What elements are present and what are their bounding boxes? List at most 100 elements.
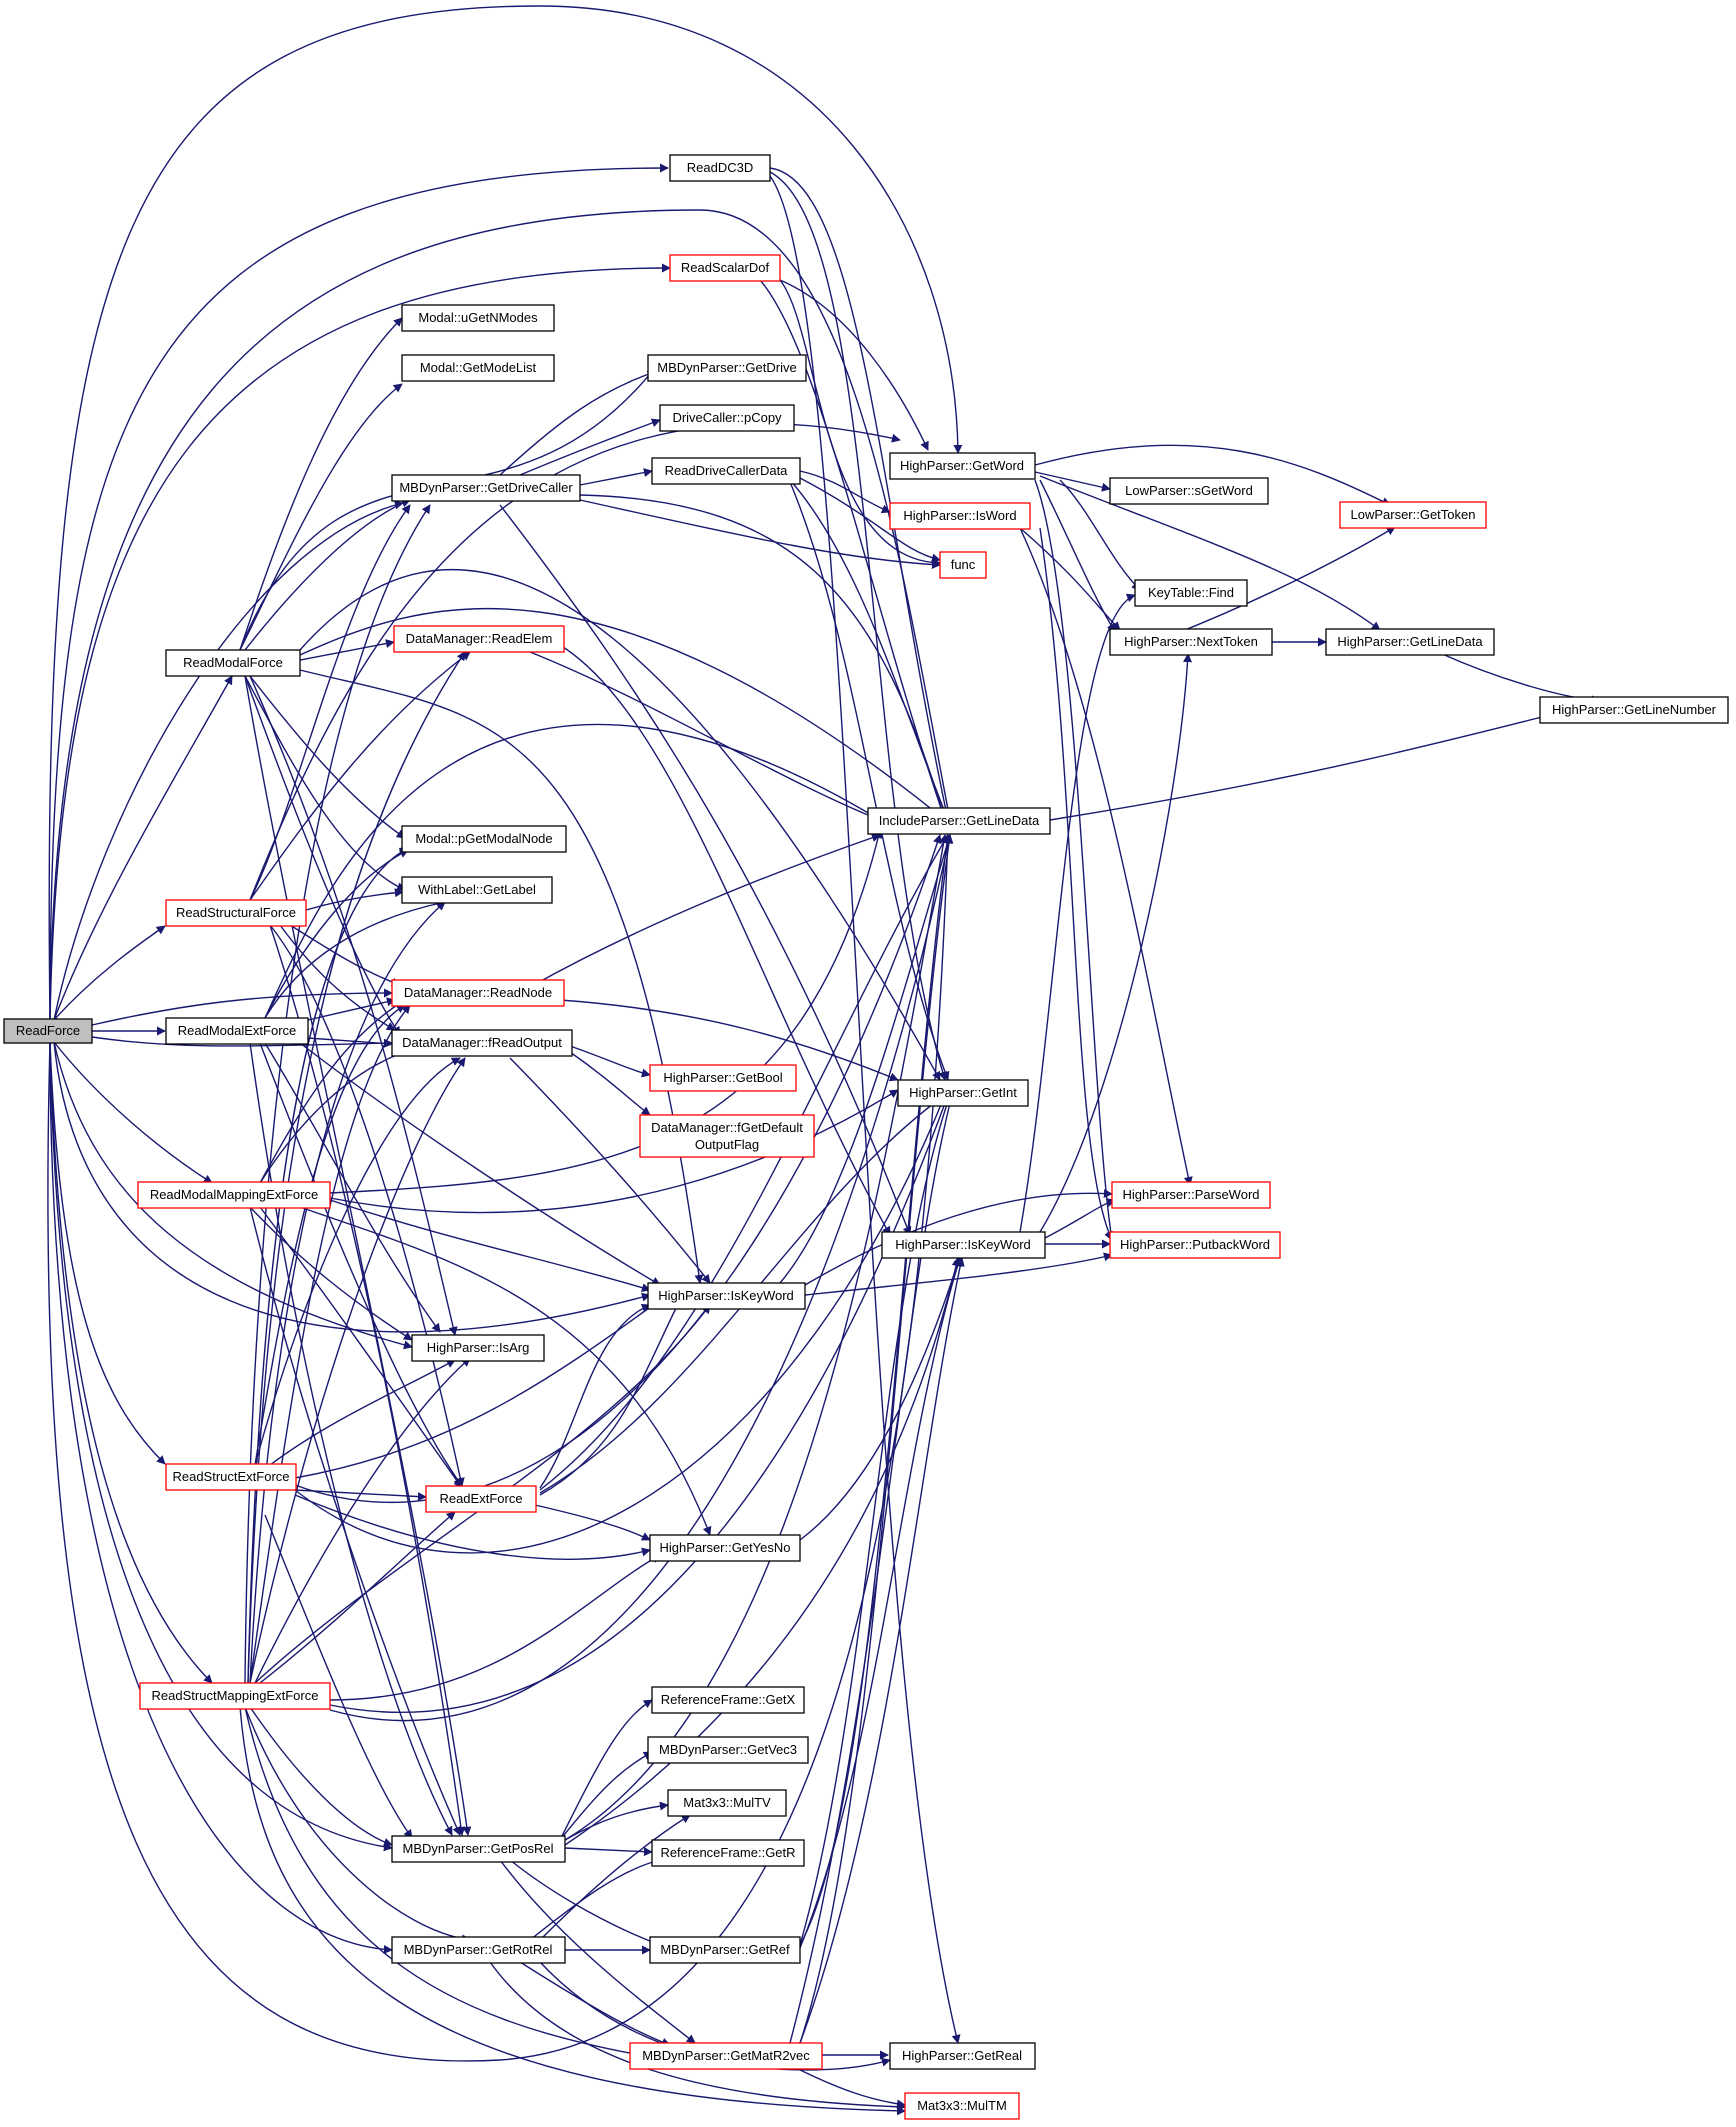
- edge-readmodalmappingextforce-readextforce: [259, 1206, 463, 1489]
- node-highparser-isword[interactable]: HighParser::IsWord: [889, 502, 1031, 530]
- edge-readmodalforce-getdrive: [239, 367, 656, 651]
- edge-readmodalextforce-isarg: [264, 1042, 441, 1333]
- edge-readstructmappingextforce-readnode: [249, 1004, 411, 1684]
- edge-readstructextforce-getyesno: [294, 1494, 651, 1560]
- svg-text:MBDynParser::GetDrive: MBDynParser::GetDrive: [657, 360, 796, 375]
- node-referenceframe-getx[interactable]: ReferenceFrame::GetX: [651, 1686, 805, 1714]
- edge-getword-hp-getlinedata: [1039, 475, 1381, 631]
- node-highparser-getyesno[interactable]: HighParser::GetYesNo: [649, 1534, 801, 1562]
- svg-text:LowParser::sGetWord: LowParser::sGetWord: [1125, 483, 1253, 498]
- node-mat3x3-multv[interactable]: Mat3x3::MulTV: [667, 1789, 787, 1817]
- edge-getdrivecaller-getdrive: [499, 368, 661, 476]
- edge-readmodalforce-getposrel: [244, 675, 472, 1836]
- node-keytable-find[interactable]: KeyTable::Find: [1134, 579, 1248, 607]
- svg-text:HighParser::ParseWord: HighParser::ParseWord: [1122, 1187, 1259, 1202]
- svg-text:HighParser::NextToken: HighParser::NextToken: [1124, 634, 1258, 649]
- node-highparser-getbool[interactable]: HighParser::GetBool: [649, 1064, 797, 1092]
- node-read-structural-force[interactable]: ReadStructuralForce: [165, 899, 307, 927]
- node-datamanager-freadoutput[interactable]: DataManager::fReadOutput: [391, 1029, 573, 1057]
- node-mbdynparser-getvec3[interactable]: MBDynParser::GetVec3: [647, 1736, 809, 1764]
- svg-text:HighParser::PutbackWord: HighParser::PutbackWord: [1120, 1237, 1270, 1252]
- node-mbdynparser-getdrive[interactable]: MBDynParser::GetDrive: [647, 354, 807, 382]
- edge-iskeyword2-find: [1019, 593, 1136, 1233]
- node-mbdynparser-getmatr2vec[interactable]: MBDynParser::GetMatR2vec: [629, 2042, 823, 2070]
- svg-text:DriveCaller::pCopy: DriveCaller::pCopy: [672, 410, 782, 425]
- edge-readdrivecallerdata-getlinedata: [789, 479, 950, 821]
- node-highparser-parseword[interactable]: HighParser::ParseWord: [1111, 1181, 1271, 1209]
- node-highparser-getword[interactable]: HighParser::GetWord: [889, 452, 1036, 480]
- node-modal-getmodelist[interactable]: Modal::GetModeList: [401, 354, 555, 382]
- svg-text:Modal::pGetModalNode: Modal::pGetModalNode: [415, 831, 552, 846]
- svg-text:ReadStructMappingExtForce: ReadStructMappingExtForce: [152, 1688, 319, 1703]
- svg-text:MBDynParser::GetVec3: MBDynParser::GetVec3: [659, 1742, 797, 1757]
- node-datamanager-readnode[interactable]: DataManager::ReadNode: [391, 979, 565, 1007]
- edge-iskeyword2-nexttoken: [1039, 653, 1193, 1233]
- node-modal-pgetmodalnode[interactable]: Modal::pGetModalNode: [401, 825, 567, 853]
- edge-getword-gettoken: [1034, 444, 1391, 506]
- svg-text:Mat3x3::MulTM: Mat3x3::MulTM: [917, 2098, 1007, 2113]
- node-highparser-getlinenumber[interactable]: HighParser::GetLineNumber: [1539, 696, 1729, 724]
- node-highparser-putbackword[interactable]: HighParser::PutbackWord: [1109, 1231, 1281, 1259]
- edge-readmodalforce-getmodelist: [239, 383, 403, 651]
- node-read-drive-caller-data[interactable]: ReadDriveCallerData: [651, 457, 801, 485]
- node-highparser-iskeyword-left[interactable]: HighParser::IsKeyWord: [647, 1282, 806, 1310]
- edge-readstructmappingextforce-multm: [239, 1706, 906, 2116]
- node-read-force[interactable]: ReadForce: [3, 1018, 93, 1044]
- node-datamanager-fgetdefaultoutputflag[interactable]: DataManager::fGetDefault OutputFlag: [639, 1114, 815, 1158]
- node-mat3x3-multm[interactable]: Mat3x3::MulTM: [904, 2092, 1020, 2120]
- node-read-modal-mapping-ext-force[interactable]: ReadModalMappingExtForce: [137, 1181, 331, 1209]
- edge-readstructmappingextforce-getposrel: [249, 1706, 393, 1847]
- edge-readmodalmappingextforce-iskeyword: [329, 1199, 651, 1292]
- edge-readstructuralforce-freadoutput: [279, 924, 396, 1031]
- node-referenceframe-getr[interactable]: ReferenceFrame::GetR: [651, 1839, 805, 1867]
- node-highparser-getint[interactable]: HighParser::GetInt: [897, 1079, 1029, 1107]
- svg-text:MBDynParser::GetMatR2vec: MBDynParser::GetMatR2vec: [642, 2048, 810, 2063]
- node-drivecaller-pcopy[interactable]: DriveCaller::pCopy: [659, 404, 795, 432]
- edge-readscalardof-getword: [779, 279, 929, 451]
- edge-readstructmappingextforce-getint: [329, 1094, 950, 1714]
- node-lowparser-sgetword[interactable]: LowParser::sGetWord: [1109, 477, 1269, 505]
- node-mbdynparser-getref[interactable]: MBDynParser::GetRef: [649, 1936, 801, 1964]
- node-read-modal-force[interactable]: ReadModalForce: [165, 649, 301, 677]
- node-mbdynparser-getrotrel[interactable]: MBDynParser::GetRotRel: [391, 1936, 566, 1964]
- edge-getdrivecaller-iskeyword2: [499, 504, 912, 1236]
- edge-readmodalmappingextforce-getyesno: [299, 1206, 712, 1536]
- node-mbdynparser-getdrivecaller[interactable]: MBDynParser::GetDriveCaller: [391, 474, 581, 502]
- node-mbdynparser-getposrel[interactable]: MBDynParser::GetPosRel: [391, 1835, 566, 1863]
- node-datamanager-readelem[interactable]: DataManager::ReadElem: [393, 625, 565, 653]
- edge-readforce-readscalardof: [49, 263, 671, 1021]
- svg-text:ReadForce: ReadForce: [16, 1023, 80, 1038]
- edge-readmodalmappingextforce-getposrel: [249, 1206, 461, 1836]
- edge-getmatr2vec-iskeyword2: [799, 1257, 965, 2044]
- node-read-modal-ext-force[interactable]: ReadModalExtForce: [165, 1017, 309, 1045]
- edge-readmodalextforce-getposrel: [249, 1042, 453, 1836]
- node-read-struct-mapping-ext-force[interactable]: ReadStructMappingExtForce: [139, 1682, 331, 1710]
- node-highparser-nexttoken[interactable]: HighParser::NextToken: [1109, 628, 1273, 656]
- node-read-ext-force[interactable]: ReadExtForce: [425, 1485, 537, 1513]
- node-read-struct-ext-force[interactable]: ReadStructExtForce: [165, 1463, 297, 1491]
- node-withlabel-getlabel[interactable]: WithLabel::GetLabel: [401, 876, 553, 904]
- node-read-scalar-dof[interactable]: ReadScalarDof: [669, 254, 781, 282]
- edge-freadoutput-fgetdefaultoutputflag: [569, 1051, 651, 1116]
- node-highparser-getreal[interactable]: HighParser::GetReal: [889, 2042, 1036, 2070]
- node-read-dc3d[interactable]: ReadDC3D: [669, 154, 771, 182]
- edge-readmodalforce-isarg: [249, 675, 458, 1336]
- node-modal-ugetnmodes[interactable]: Modal::uGetNModes: [401, 304, 555, 332]
- edge-readstructuralforce-getdrivecaller: [249, 504, 411, 901]
- node-highparser-iskeyword-right[interactable]: HighParser::IsKeyWord: [881, 1231, 1046, 1259]
- edge-getrotrel-multv: [539, 1814, 691, 1941]
- node-highparser-getlinedata[interactable]: HighParser::GetLineData: [1325, 628, 1495, 656]
- edge-readstructextforce-iskeyword: [294, 1299, 661, 1479]
- edge-readelem-iskeyword2: [559, 644, 891, 1236]
- svg-text:HighParser::GetReal: HighParser::GetReal: [902, 2048, 1022, 2063]
- node-lowparser-gettoken[interactable]: LowParser::GetToken: [1339, 501, 1487, 529]
- edge-readforce-getdrivecaller: [53, 500, 404, 1021]
- edge-readmodalforce-getlinedata: [299, 607, 946, 821]
- node-includeparser-getlinedata[interactable]: IncludeParser::GetLineData: [867, 807, 1051, 835]
- svg-text:ReadDriveCallerData: ReadDriveCallerData: [665, 463, 789, 478]
- node-func[interactable]: func: [939, 551, 987, 579]
- node-highparser-isarg[interactable]: HighParser::IsArg: [411, 1334, 545, 1362]
- svg-text:ReadModalForce: ReadModalForce: [183, 655, 283, 670]
- edge-readstructextforce-isarg: [269, 1359, 456, 1466]
- edge-readmodalforce-getlabel: [244, 675, 406, 891]
